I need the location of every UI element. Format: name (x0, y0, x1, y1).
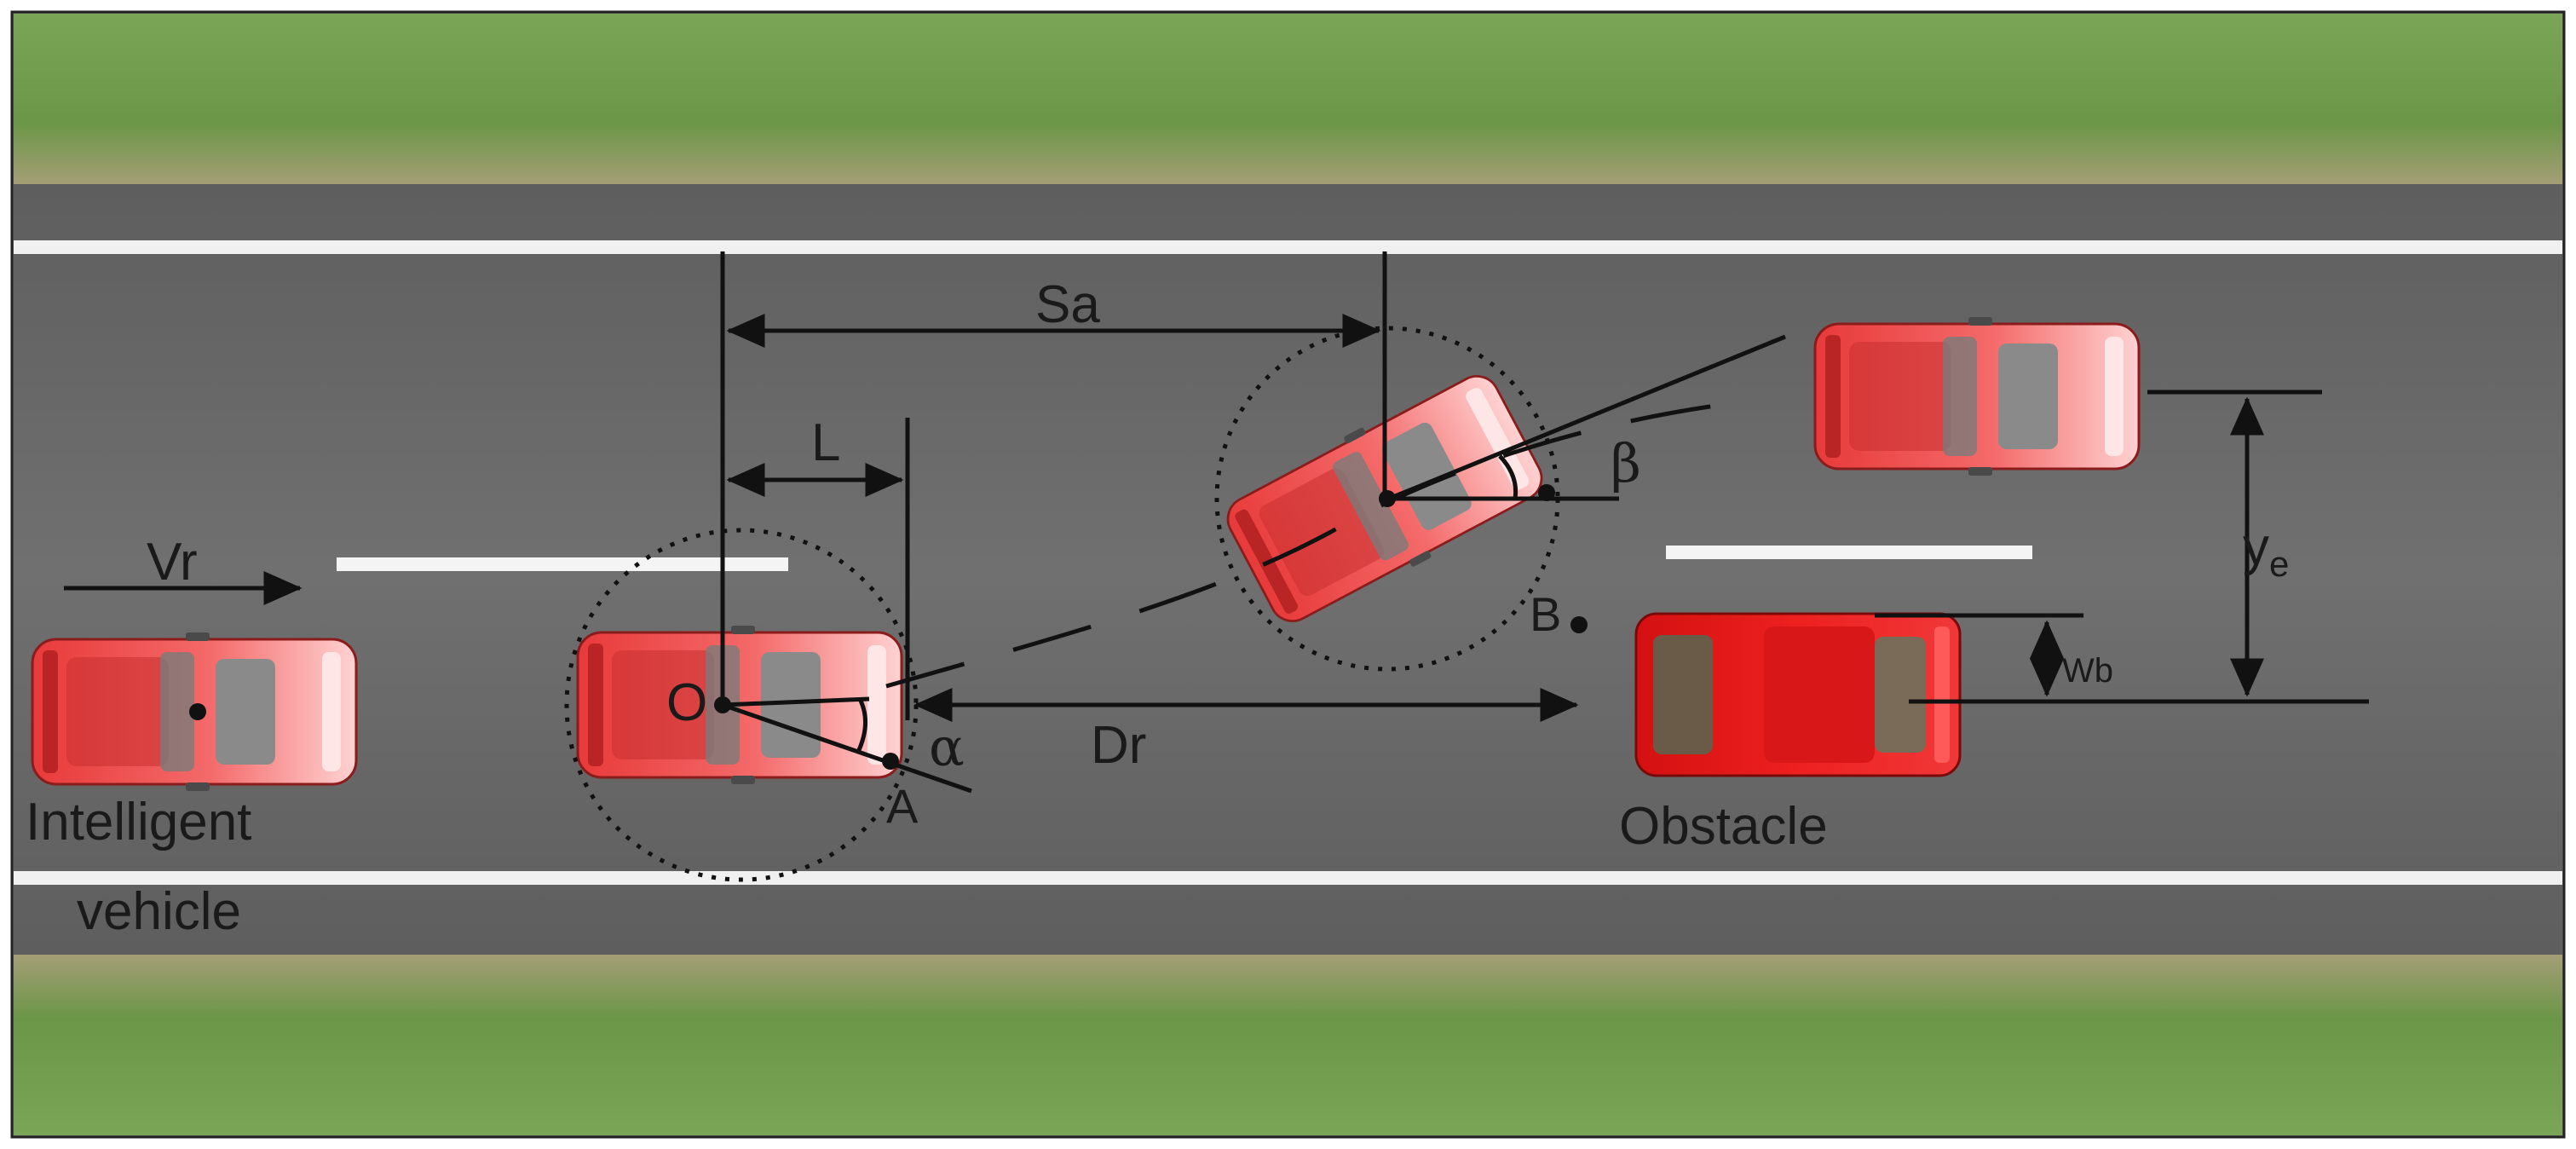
o-to-a-line (722, 702, 972, 794)
label-dr: Dr (1091, 716, 1146, 775)
label-obstacle: Obstacle (1619, 797, 1828, 856)
o-heading-line (722, 696, 870, 707)
lane-dash (1666, 546, 2032, 559)
point-a (882, 753, 899, 770)
point-b (1570, 616, 1588, 633)
label-ye: ye (2243, 517, 2289, 584)
label-l: L (811, 413, 840, 472)
road-edge-bottom (14, 871, 2562, 885)
label-alpha: α (929, 716, 965, 778)
label-wb: Wb (2062, 652, 2113, 690)
ego-car-target-lane (1813, 315, 2141, 477)
grass-bottom (14, 955, 2562, 1135)
point-o (714, 696, 731, 713)
obstacle-car (1634, 612, 1962, 777)
point-turning-center (1379, 490, 1396, 507)
trajectory-tangent (1388, 334, 1786, 501)
label-a-point: A (886, 779, 919, 833)
label-ye-main: y (2243, 517, 2269, 576)
beta-arc (1498, 454, 1519, 499)
label-ye-sub: e (2269, 544, 2289, 584)
alpha-arc (856, 699, 867, 752)
planned-trajectory (885, 398, 1756, 689)
label-beta: β (1611, 432, 1641, 494)
label-vr: Vr (147, 533, 198, 592)
label-o: O (666, 673, 707, 732)
label-vehicle: vehicle (77, 882, 241, 941)
road-edge-top (14, 240, 2562, 254)
label-intelligent: Intelligent (26, 793, 251, 852)
grass-top (14, 14, 2562, 184)
label-b-point: B (1530, 587, 1561, 641)
label-sa: Sa (1035, 275, 1100, 334)
point-intelligent-center (189, 703, 206, 720)
point-beta-end (1538, 484, 1555, 501)
lane-dash (337, 557, 788, 571)
